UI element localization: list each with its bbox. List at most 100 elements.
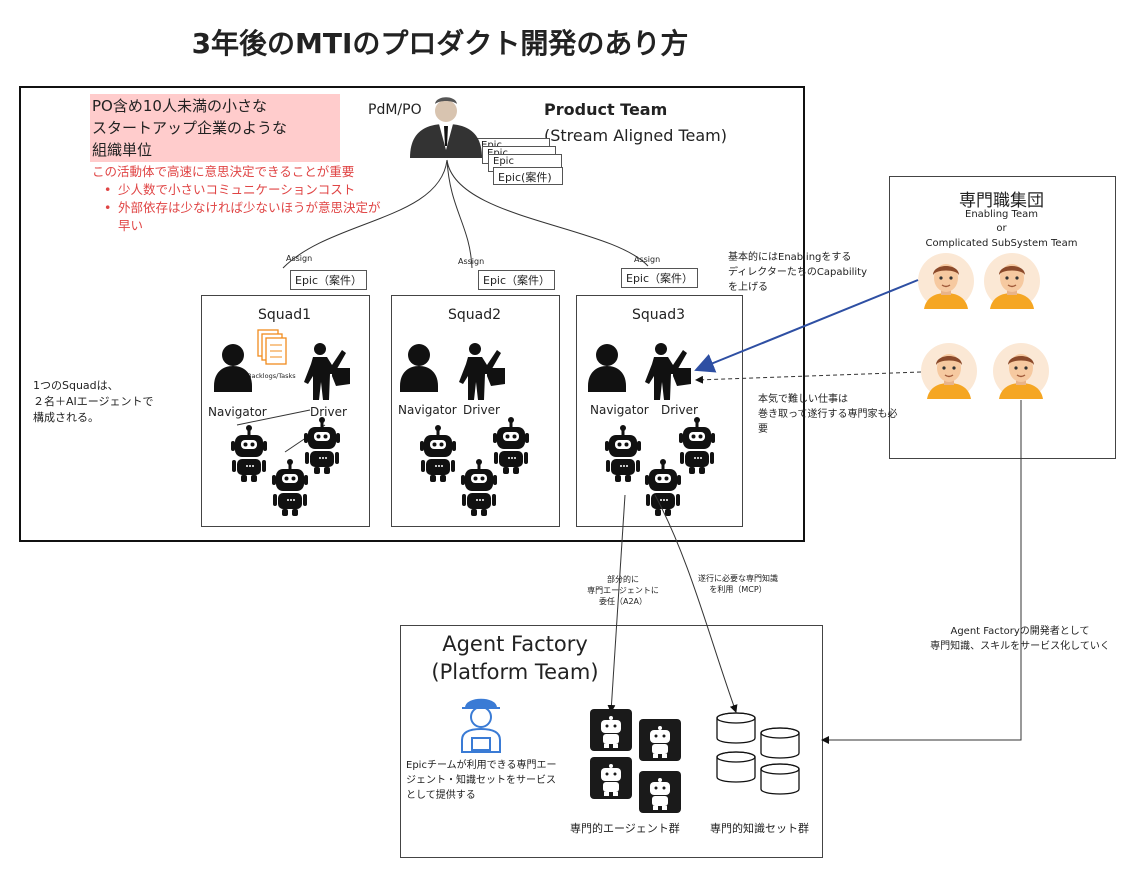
org-note: PO含め10人未満の小さな スタートアップ企業のような 組織単位 [92, 95, 287, 161]
specialists-sub1: Enabling Team [965, 209, 1038, 220]
assign-epic-1: Epic（案件） [290, 270, 368, 290]
driver-icon [645, 343, 691, 400]
org-note-line2: スタートアップ企業のような [92, 119, 288, 137]
knowledge-group-label: 専門的知識セット群 [710, 822, 809, 835]
factory-dev-arrow [821, 400, 1022, 744]
specialist-agent-icon [639, 719, 681, 761]
expert-note-line1: 本気で難しい仕事は [758, 394, 848, 405]
enabling-arrow [694, 279, 919, 373]
a2a-note: 部分的に 専門エージェントに 委任（A2A） [568, 574, 678, 607]
agent-factory-title2: (Platform Team) [431, 660, 599, 684]
navigator-icon [400, 344, 438, 392]
navigator-icon [588, 344, 626, 392]
product-team-sub: (Stream Aligned Team) [544, 126, 727, 145]
driver-icon [304, 343, 350, 400]
specialist-face-icon [984, 253, 1040, 309]
mcp-note-line2: を利用（MCP） [709, 585, 767, 594]
pdm-label: PdM/PO [368, 102, 422, 118]
specialist-face-icon [993, 343, 1049, 399]
squad-note-line1: 1つのSquadは、 [33, 379, 119, 392]
specialist-agent-icon [590, 709, 632, 751]
squad3-title: Squad3 [631, 307, 686, 323]
a2a-arrow [607, 494, 626, 713]
ai-agent-icon [461, 459, 497, 516]
enabling-note-line3: を上げる [728, 282, 768, 293]
knowledge-db-icon [716, 751, 756, 783]
assign-epic-3: Epic（案件） [621, 268, 699, 288]
org-note-line1: PO含め10人未満の小さな [92, 97, 267, 115]
agent-factory-desc: Epicチームが利用できる専門エー ジェント・知識セットをサービス として提供す… [406, 758, 556, 803]
agent-factory-title: Agent Factory (Platform Team) [410, 630, 620, 686]
a2a-note-line3: 委任（A2A） [598, 597, 648, 606]
agent-factory-desc3: として提供する [406, 790, 476, 801]
knowledge-db-icon [716, 712, 756, 744]
bullet-2a: 外部依存は少なければ少ないほうが意思決定が [118, 200, 381, 215]
driver-icon [459, 343, 505, 400]
a2a-note-line2: 専門エージェントに [587, 586, 659, 595]
ai-agent-icon [493, 417, 529, 474]
expert-note-line3: 要 [758, 424, 768, 435]
squad2-navigator: Navigator [398, 403, 457, 417]
specialist-face-icon [921, 343, 977, 399]
ai-agent-icon [231, 425, 267, 482]
factory-dev-line1: Agent Factoryの開発者として [950, 626, 1090, 637]
mcp-note: 遂行に必要な専門知識 を利用（MCP） [678, 573, 798, 595]
page-title: 3年後のMTIのプロダクト開発のあり方 [191, 27, 689, 60]
specialists-sub3: Complicated SubSystem Team [925, 238, 1078, 249]
specialist-agent-icon [639, 771, 681, 813]
specialists-box [889, 176, 1116, 459]
epic-card-main: Epic(案件) [493, 167, 563, 185]
specialists-title: 専門職集団 [959, 191, 1044, 211]
factory-dev-note: Agent Factoryの開発者として 専門知識、スキルをサービス化していく [900, 624, 1140, 654]
agent-factory-title1: Agent Factory [442, 632, 588, 656]
navigator-icon [214, 344, 252, 392]
enabling-note-line1: 基本的にはEnablingをする [728, 252, 852, 263]
squad2-title: Squad2 [447, 307, 502, 323]
red-main-text: この活動体で高速に意思決定できることが重要 [92, 164, 355, 179]
org-note-highlight [90, 94, 340, 162]
squad2-driver: Driver [463, 403, 500, 417]
ai-agent-icon [420, 425, 456, 482]
specialist-agent-icon [590, 757, 632, 799]
squad-note: 1つのSquadは、 ２名＋AIエージェントで 構成される。 [33, 378, 154, 426]
mcp-note-line1: 遂行に必要な専門知識 [698, 574, 778, 583]
ai-agent-icon [605, 425, 641, 482]
backlog-icon [257, 329, 287, 365]
bullet-2b: 早い [118, 218, 144, 233]
knowledge-db-icon [760, 727, 800, 759]
assign-lines [282, 159, 649, 269]
ai-agent-icon [304, 417, 340, 474]
product-team-name: Product Team [544, 100, 668, 119]
knowledge-db-icon [760, 763, 800, 795]
enabling-note-line2: ディレクターたちのCapability [728, 267, 868, 278]
expert-note-line2: 巻き取って遂行する専門家も必 [758, 409, 898, 420]
squad-note-line2: ２名＋AIエージェントで [33, 395, 154, 408]
specialist-face-icon [918, 253, 974, 309]
squad3-driver: Driver [661, 403, 698, 417]
mcp-arrow [654, 494, 738, 713]
pdm-person-icon [410, 97, 482, 158]
expert-dashed-arrow [695, 371, 922, 384]
squad1-navigator: Navigator [208, 405, 267, 419]
agent-factory-desc1: Epicチームが利用できる専門エー [406, 760, 557, 771]
backlog-label: Backlogs/Tasks [247, 372, 296, 380]
ai-agent-icon [645, 459, 681, 516]
ai-agent-icon [272, 459, 308, 516]
squad-note-line3: 構成される。 [33, 411, 99, 424]
bullet-1: 少人数で小さいコミュニケーションコスト [104, 181, 381, 199]
specialists-sub2: or [996, 223, 1007, 234]
platform-worker-icon [461, 698, 501, 753]
a2a-note-line1: 部分的に [607, 575, 639, 584]
squad1-driver: Driver [310, 405, 347, 419]
org-note-line3: 組織単位 [92, 141, 153, 159]
squad3-navigator: Navigator [590, 403, 649, 417]
assign-epic-2: Epic（案件） [478, 270, 556, 290]
enabling-note: 基本的にはEnablingをする ディレクターたちのCapability を上げ… [728, 250, 867, 295]
expert-note: 本気で難しい仕事は 巻き取って遂行する専門家も必 要 [758, 392, 898, 437]
agent-factory-desc2: ジェント・知識セットをサービス [406, 775, 556, 786]
assign-label-3: Assign [634, 255, 661, 264]
ai-agent-icon [679, 417, 715, 474]
agents-group-label: 専門的エージェント群 [570, 822, 680, 835]
